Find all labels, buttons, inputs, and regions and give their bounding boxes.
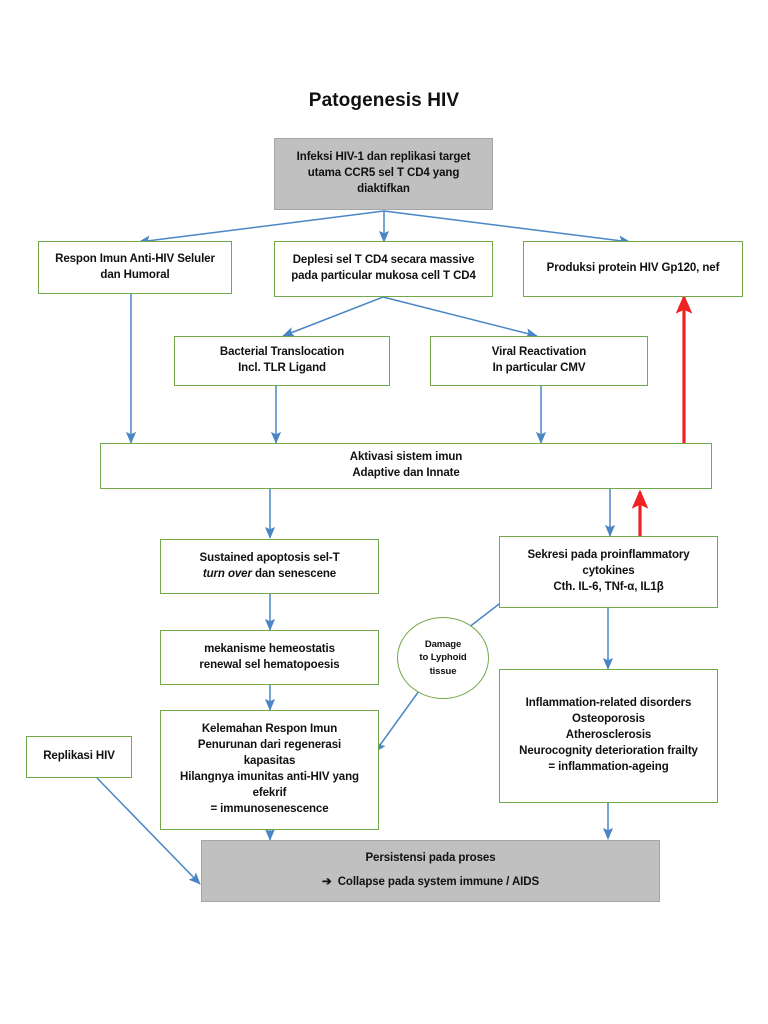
apoptosis-line-2-rest: dan senescene (251, 567, 337, 580)
sekresi-line-2: cytokines (582, 565, 635, 578)
edge-infeksi-to-produksi (383, 210, 631, 246)
persistensi-line-2: Collapse pada system immune / AIDS (337, 876, 540, 888)
damage-lyphoid-oval: Damage to Lyphoid tissue (397, 617, 489, 699)
deplesi-sel-t-box: Deplesi sel T CD4 secara massive pada pa… (274, 241, 493, 297)
right-arrow-icon: ➔ (321, 876, 332, 888)
kelemahan-line-1: Kelemahan Respon Imun (201, 723, 338, 736)
sekresi-line-3: Cth. IL-6, TNf-α, IL1β (553, 580, 664, 593)
deplesi-line-1: Deplesi sel T CD4 secara massive (292, 254, 475, 267)
mekanisme-hemeostatis-box: mekanisme hemeostatis renewal sel hemato… (160, 630, 379, 685)
infeksi-line-3: diaktifkan (357, 182, 410, 195)
respon-imun-line-2: dan Humoral (100, 268, 170, 281)
apoptosis-line-2: turn over dan senescene (165, 567, 374, 583)
replikasi-line-1: Replikasi HIV (43, 750, 115, 763)
kelemahan-respon-imun-box: Kelemahan Respon Imun Penurunan dari reg… (160, 710, 379, 830)
kelemahan-line-6: = immunosenescence (210, 802, 329, 815)
deplesi-line-2: pada particular mukosa cell T CD4 (291, 270, 476, 282)
respon-imun-line-1: Respon Imun Anti-HIV Seluler (55, 252, 215, 265)
inflammation-disorders-box: Inflammation-related disorders Osteoporo… (499, 669, 718, 803)
persistensi-line-2-wrap: ➔ Collapse pada system immune / AIDS (206, 875, 655, 891)
inflammation-line-4: Neurocognity deterioration frailty (519, 744, 698, 757)
bacterial-translocation-box: Bacterial Translocation Incl. TLR Ligand (174, 336, 390, 386)
kelemahan-line-4: Hilangnya imunitas anti-HIV yang (180, 771, 359, 783)
damage-line-3: tissue (429, 665, 457, 677)
infeksi-line-2: utama CCR5 sel T CD4 yang (307, 167, 460, 180)
persistensi-proses-box: Persistensi pada proses ➔ Collapse pada … (201, 840, 660, 902)
edge-infeksi-to-respon-imun (138, 210, 385, 246)
sekresi-line-1: Sekresi pada proinflammatory (527, 549, 690, 562)
aktivasi-line-1: Aktivasi sistem imun (349, 451, 463, 464)
damage-line-1: Damage (424, 639, 462, 651)
inflammation-line-1: Inflammation-related disorders (525, 697, 692, 710)
respon-imun-box: Respon Imun Anti-HIV Seluler dan Humoral (38, 241, 232, 294)
viral-line-2: In particular CMV (492, 362, 586, 374)
viral-line-1: Viral Reactivation (491, 346, 587, 359)
sustained-apoptosis-box: Sustained apoptosis sel-T turn over dan … (160, 539, 379, 594)
kelemahan-line-2: Penurunan dari regenerasi (197, 739, 342, 752)
apoptosis-italic-term: turn over (202, 567, 252, 580)
bacterial-line-2: Incl. TLR Ligand (238, 362, 326, 374)
sekresi-sitokin-box: Sekresi pada proinflammatory cytokines C… (499, 536, 718, 608)
edge-damage-to-kelemahan (374, 683, 425, 753)
kelemahan-line-5: efekrif (252, 786, 287, 799)
infeksi-line-1: Infeksi HIV-1 dan replikasi target (296, 151, 471, 164)
persistensi-line-1: Persistensi pada proses (365, 852, 496, 865)
damage-line-2: to Lyphoid (419, 652, 467, 664)
edge-deplesi-to-viral (382, 296, 538, 339)
kelemahan-line-3: kapasitas (243, 755, 296, 768)
infeksi-hiv-box: Infeksi HIV-1 dan replikasi target utama… (274, 138, 493, 210)
mekanisme-line-2: renewal sel hematopoesis (199, 658, 340, 671)
page-title: Patogenesis HIV (308, 90, 460, 111)
viral-reactivation-box: Viral Reactivation In particular CMV (430, 336, 648, 386)
aktivasi-sistem-imun-box: Aktivasi sistem imun Adaptive dan Innate (100, 443, 712, 489)
inflammation-line-2: Osteoporosis (572, 713, 645, 726)
mekanisme-line-1: mekanisme hemeostatis (204, 642, 335, 655)
inflammation-line-5: = inflammation-ageing (548, 760, 669, 773)
replikasi-hiv-box: Replikasi HIV (26, 736, 132, 778)
produksi-line-1: Produksi protein HIV Gp120, nef (546, 262, 720, 275)
aktivasi-line-2: Adaptive dan Innate (352, 467, 460, 479)
edge-deplesi-to-bacterial (282, 296, 384, 337)
bacterial-line-1: Bacterial Translocation (219, 346, 345, 359)
apoptosis-line-1: Sustained apoptosis sel-T (199, 551, 340, 564)
produksi-protein-box: Produksi protein HIV Gp120, nef (523, 241, 743, 297)
inflammation-line-3: Atherosclerosis (565, 729, 652, 742)
